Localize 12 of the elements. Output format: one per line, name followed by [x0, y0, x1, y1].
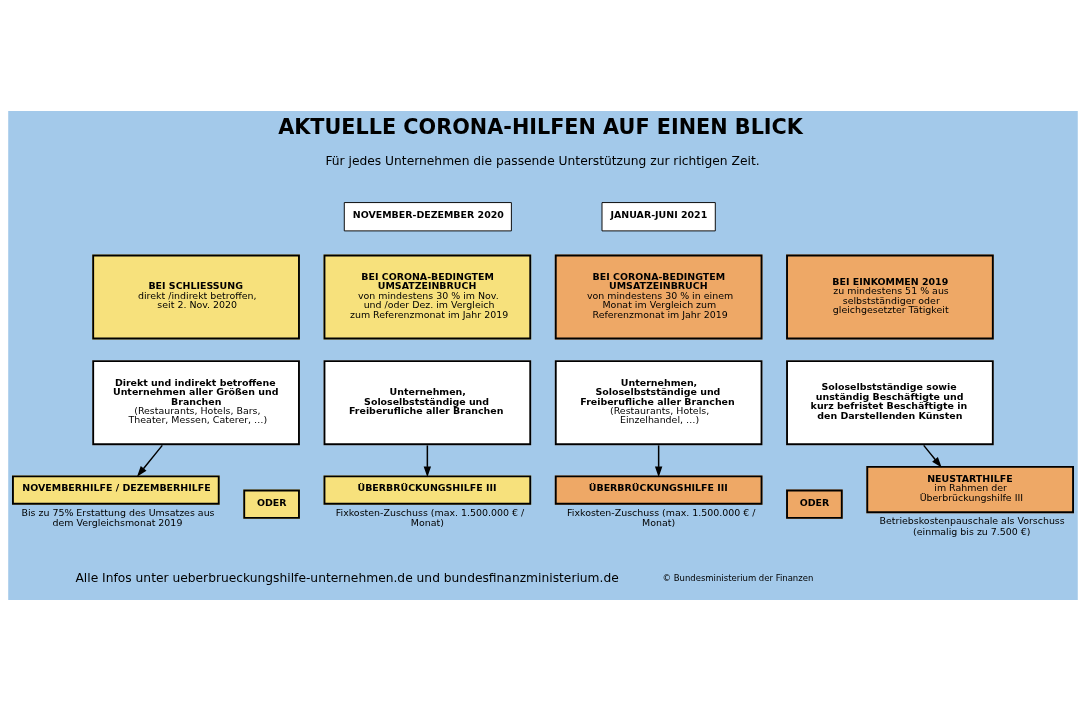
arrow [654, 444, 663, 478]
node-label: Bis zu 75% Erstattung des Umsatzes aus dem Vergleichsmonat 2019 [21, 506, 215, 529]
label: © Bundesministerium der Finanzen [662, 573, 814, 584]
diagram-title: AKTUELLE CORONA-HILFEN AUF EINEN BLICK [278, 115, 803, 140]
node-label: Fixkosten-Zuschuss (max. 1.500.000 € / Monat) [335, 506, 525, 529]
node-label: Betriebskostenpauschale als Vorschuss (einmalig bis zu 7.500 €) [879, 515, 1065, 537]
label: Alle Infos unter ueberbrueckungshilfe-unternehmen.de und bundesfinanzministerium.de [75, 571, 619, 586]
label: Für jedes Unternehmen die passende Unterstützung zur richtigen Zeit. [325, 154, 760, 169]
node-label: Fixkosten-Zuschuss (max. 1.500.000 € / Monat) [567, 506, 756, 529]
arrow [423, 444, 432, 478]
arrow [136, 444, 164, 477]
arrow [922, 444, 942, 468]
